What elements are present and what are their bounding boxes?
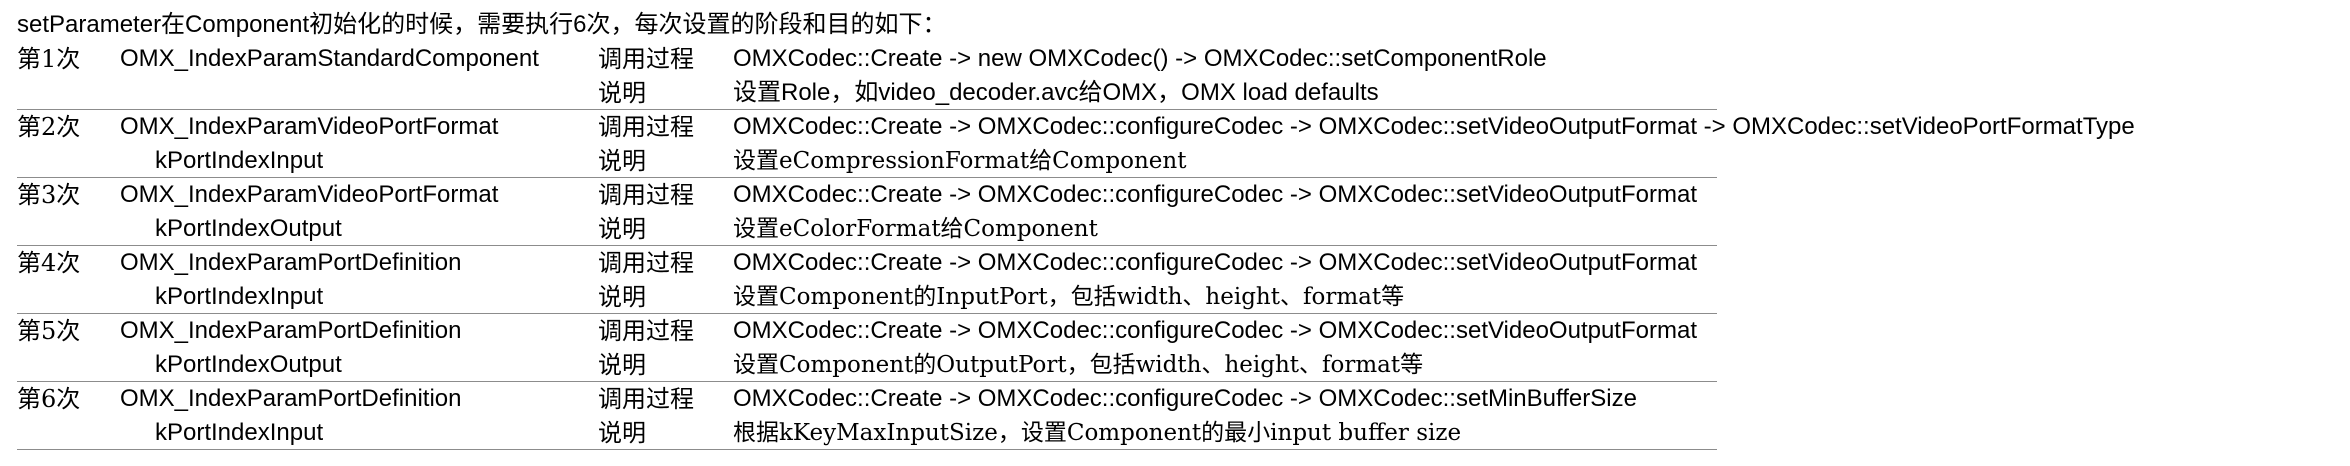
call-chain: OMXCodec::Create -> OMXCodec::configureC… xyxy=(733,249,1697,276)
param-name: OMX_IndexParamPortDefinition xyxy=(120,317,462,344)
call-label: 调用过程 xyxy=(598,317,694,345)
description: 设置Component的InputPort，包括width、height、for… xyxy=(733,284,1405,310)
call-label: 调用过程 xyxy=(598,45,694,73)
description: 根据kKeyMaxInputSize，设置Component的最小input b… xyxy=(733,420,1462,446)
call-label: 调用过程 xyxy=(598,385,694,413)
table-row-3: 第3次 OMX_IndexParamVideoPortFormat kPortI… xyxy=(17,178,1717,246)
port-index: kPortIndexOutput xyxy=(155,351,342,378)
description: 设置Role，如video_decoder.avc给OMX，OMX load d… xyxy=(733,79,1379,106)
call-chain: OMXCodec::Create -> OMXCodec::configureC… xyxy=(733,317,1697,344)
row-number: 第5次 xyxy=(17,317,81,345)
port-index: kPortIndexOutput xyxy=(155,215,342,242)
page-title: setParameter在Component初始化的时候，需要执行6次，每次设置… xyxy=(17,11,947,38)
table-row-5: 第5次 OMX_IndexParamPortDefinition kPortIn… xyxy=(17,314,1717,382)
port-index: kPortIndexInput xyxy=(155,419,324,446)
call-label: 调用过程 xyxy=(598,249,694,277)
table-row-6: 第6次 OMX_IndexParamPortDefinition kPortIn… xyxy=(17,382,1717,450)
desc-label: 说明 xyxy=(598,147,646,175)
port-index: kPortIndexInput xyxy=(155,147,324,174)
description: 设置Component的OutputPort，包括width、height、fo… xyxy=(733,352,1424,378)
table-row-1: 第1次 OMX_IndexParamStandardComponent 调用过程… xyxy=(17,42,1717,110)
row-number: 第6次 xyxy=(17,385,81,413)
parameter-table: 第1次 OMX_IndexParamStandardComponent 调用过程… xyxy=(17,42,2350,450)
call-chain: OMXCodec::Create -> OMXCodec::configureC… xyxy=(733,385,1637,412)
desc-label: 说明 xyxy=(598,419,646,447)
description: 设置eCompressionFormat给Component xyxy=(733,148,1187,174)
desc-label: 说明 xyxy=(598,283,646,311)
row-number: 第3次 xyxy=(17,181,81,209)
param-name: OMX_IndexParamStandardComponent xyxy=(120,45,539,72)
param-name: OMX_IndexParamPortDefinition xyxy=(120,385,462,412)
call-label: 调用过程 xyxy=(598,181,694,209)
description: 设置eColorFormat给Component xyxy=(733,216,1098,242)
row-number: 第2次 xyxy=(17,113,81,141)
row-number: 第1次 xyxy=(17,45,81,73)
desc-label: 说明 xyxy=(598,215,646,243)
call-chain: OMXCodec::Create -> OMXCodec::configureC… xyxy=(733,113,2135,140)
table-row-4: 第4次 OMX_IndexParamPortDefinition kPortIn… xyxy=(17,246,1717,314)
param-name: OMX_IndexParamVideoPortFormat xyxy=(120,113,499,140)
param-name: OMX_IndexParamVideoPortFormat xyxy=(120,181,499,208)
call-chain: OMXCodec::Create -> OMXCodec::configureC… xyxy=(733,181,1697,208)
desc-label: 说明 xyxy=(598,79,646,107)
param-name: OMX_IndexParamPortDefinition xyxy=(120,249,462,276)
port-index: kPortIndexInput xyxy=(155,283,324,310)
desc-label: 说明 xyxy=(598,351,646,379)
call-label: 调用过程 xyxy=(598,113,694,141)
row-number: 第4次 xyxy=(17,249,81,277)
table-row-2: 第2次 OMX_IndexParamVideoPortFormat kPortI… xyxy=(17,110,2135,178)
call-chain: OMXCodec::Create -> new OMXCodec() -> OM… xyxy=(733,45,1547,72)
